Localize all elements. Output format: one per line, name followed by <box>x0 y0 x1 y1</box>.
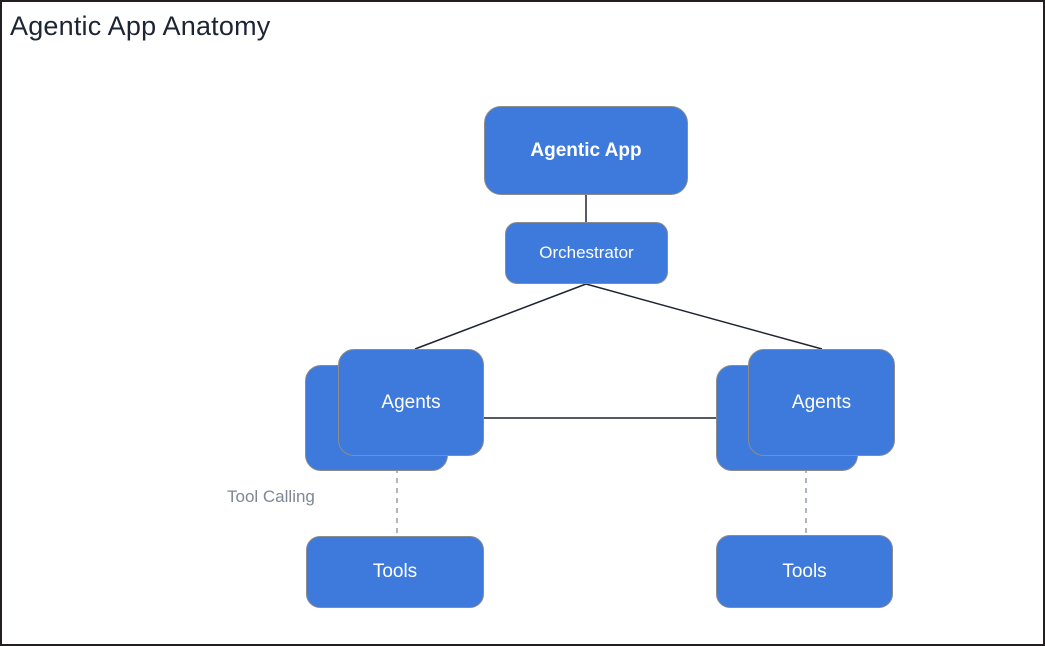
node-agents-right: Agents <box>748 349 895 456</box>
node-agents-left: Agents <box>338 349 484 456</box>
page-title: Agentic App Anatomy <box>10 11 271 41</box>
node-agents-left-label: Agents <box>381 391 441 413</box>
edge-orchestrator-to-agents-left <box>414 283 587 350</box>
edge-orchestrator-to-agents-right <box>585 283 823 350</box>
node-tools-left-label: Tools <box>372 561 418 582</box>
node-agents-right-label: Agents <box>791 391 852 413</box>
node-tools-left: Tools <box>306 536 484 608</box>
node-tools-right-label: Tools <box>782 560 827 582</box>
node-orchestrator-label: Orchestrator <box>539 243 634 262</box>
node-orchestrator: Orchestrator <box>505 222 668 284</box>
node-tools-right: Tools <box>716 535 893 608</box>
node-agentic-app: Agentic App <box>484 106 688 195</box>
edge-label-tool-calling: Tool Calling <box>227 487 315 506</box>
node-agentic-app-label: Agentic App <box>530 139 642 161</box>
